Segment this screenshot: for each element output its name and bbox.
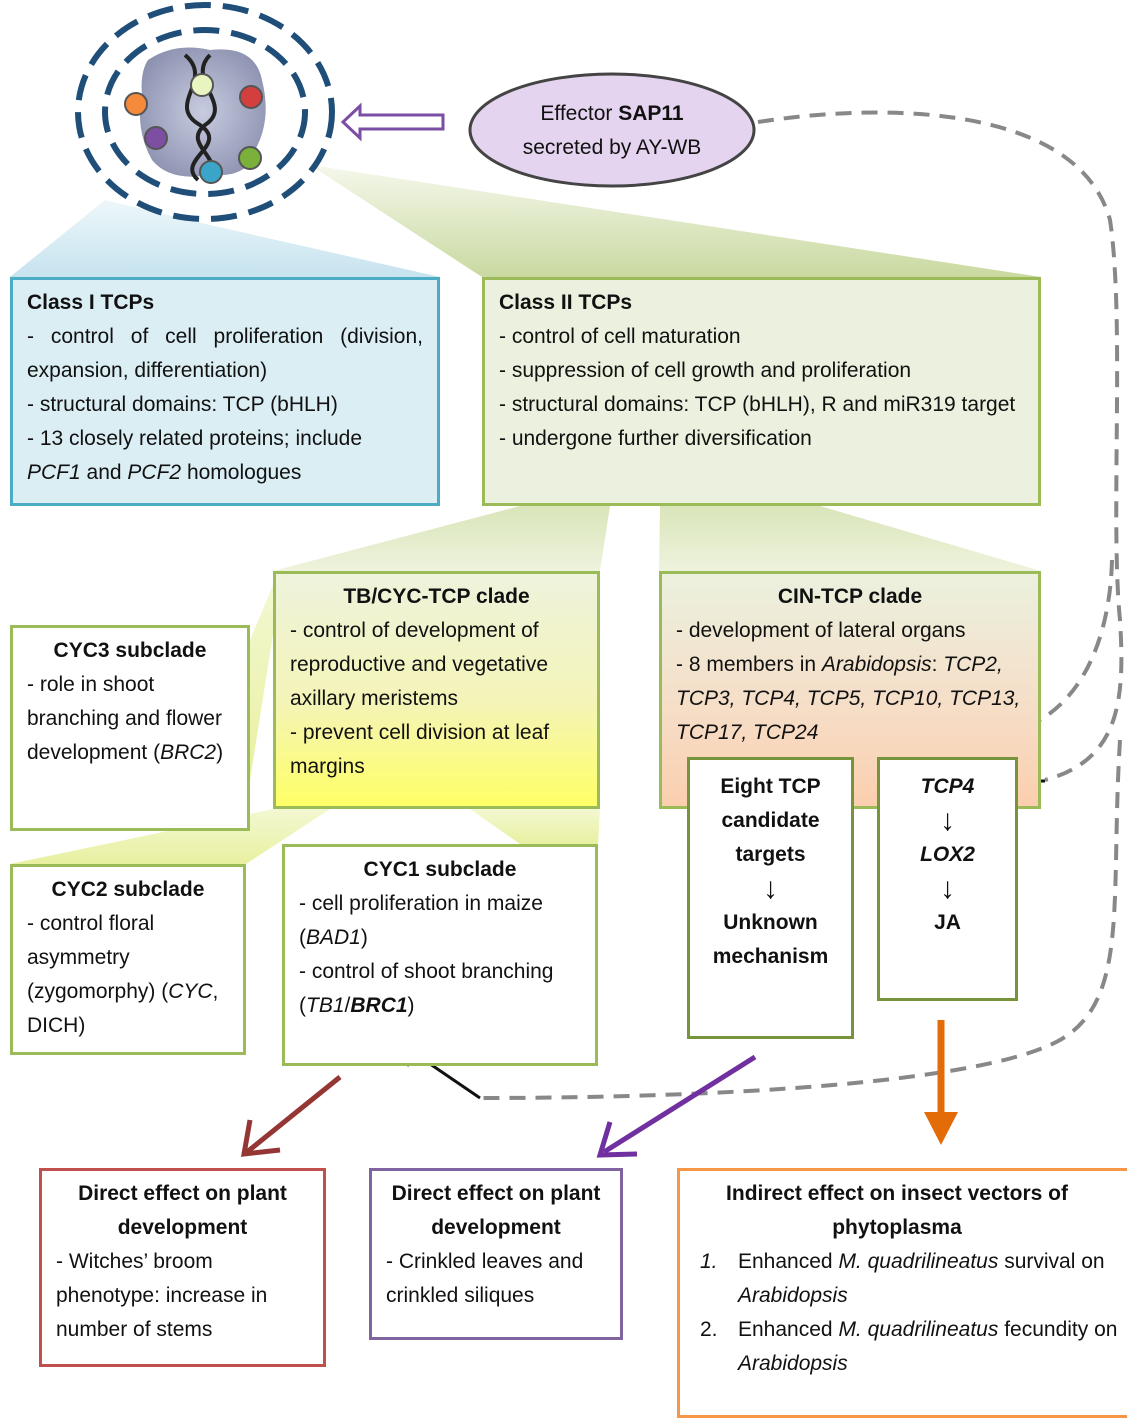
class1-line: - structural domains: TCP (bHLH) (27, 393, 338, 416)
effect3-title: Indirect effect on insect vectors of phy… (726, 1182, 1068, 1239)
effect-plant-development-box-2: Direct effect on plant development - Cri… (369, 1168, 623, 1340)
effector-source: secreted by AY-WB (522, 136, 702, 159)
gene-brc1: BRC1 (350, 994, 408, 1017)
effect-plant-development-box-1: Direct effect on plant development - Wit… (39, 1168, 326, 1367)
class1-line: - control of cell proliferation (divisio… (27, 325, 423, 382)
gene-cyc: CYC (168, 980, 213, 1003)
cyc2-funnel (10, 809, 330, 864)
class2-title: Class II TCPs (499, 291, 633, 314)
effect3-list: 1. Enhanced M. quadrilineatus survival o… (694, 1245, 1120, 1381)
gene-tb1: TB1 (306, 994, 345, 1017)
species-name: M. quadrilineatus (838, 1250, 999, 1273)
eight-line: Unknown (723, 911, 818, 934)
cin-title: CIN-TCP clade (777, 585, 923, 608)
class1-line: - 13 closely related proteins; include (27, 427, 363, 450)
gene-lox2: LOX2 (920, 843, 975, 866)
hormone-ja: JA (934, 911, 961, 934)
class2-line: - suppression of cell growth and prolife… (499, 359, 912, 382)
cyc3-text: - role in shoot branching and flower dev… (27, 673, 224, 764)
class1-box: Class I TCPs - control of cell prolifera… (10, 277, 440, 506)
arrow-to-effect1 (240, 1075, 342, 1157)
down-arrow-icon: ↓ (763, 872, 778, 905)
tbcyc-title: TB/CYC-TCP clade (343, 585, 530, 608)
cyc1-line: - control of shoot branching (TB1/BRC1) (299, 960, 554, 1017)
class2-line: - structural domains: TCP (bHLH), R and … (499, 393, 1016, 416)
cin-members: - 8 members in Arabidopsis: TCP2, TCP3, … (676, 653, 1021, 744)
tbcyc-clade-box: TB/CYC-TCP clade - control of developmen… (273, 571, 600, 809)
cyc1-title: CYC1 subclade (363, 858, 517, 881)
class2-line: - control of cell maturation (499, 325, 741, 348)
cyc2-subclade-box: CYC2 subclade - control floral asymmetry… (10, 864, 246, 1055)
cyc1-subclade-box: CYC1 subclade - cell proliferation in ma… (282, 844, 598, 1066)
class1-funnel (10, 200, 440, 277)
dashed-path-to-tcp4 (757, 110, 1124, 782)
cyc3-title: CYC3 subclade (53, 639, 207, 662)
effector-label: Effector SAP11 secreted by AY-WB (468, 73, 756, 189)
arrow-to-effect3 (924, 1020, 958, 1145)
eight-line: targets (735, 843, 806, 866)
effector-name: SAP11 (618, 102, 684, 125)
effect1-title: Direct effect on plant development (78, 1182, 287, 1239)
organism-arabidopsis: Arabidopsis (821, 653, 932, 676)
effector-ellipse (468, 72, 756, 188)
eight-line: candidate (721, 809, 820, 832)
organism-arabidopsis: Arabidopsis (738, 1284, 848, 1307)
tcp4-pathway-box: TCP4 ↓ LOX2 ↓ JA (877, 757, 1018, 1001)
effect1-text: - Witches’ broom phenotype: increase in … (56, 1250, 268, 1341)
effect-insect-vectors-box: Indirect effect on insect vectors of phy… (677, 1168, 1127, 1418)
effector-prefix: Effector (540, 102, 613, 125)
cin-funnel (659, 506, 1041, 571)
cyc1-line: - cell proliferation in maize (BAD1) (299, 892, 543, 949)
eight-tcp-targets-box: Eight TCP candidate targets ↓ Unknown me… (687, 757, 854, 1039)
down-arrow-icon: ↓ (940, 804, 955, 837)
cyc3-funnel (250, 585, 280, 780)
cin-line: - development of lateral organs (676, 619, 966, 642)
class2-line: - undergone further diversification (499, 427, 812, 450)
gene-pcf1: PCF1 (27, 461, 81, 484)
organism-arabidopsis: Arabidopsis (738, 1352, 848, 1375)
gene-dich: DICH (27, 1014, 79, 1037)
tbcyc-funnel (273, 506, 610, 571)
gene-tcp4: TCP4 (920, 775, 975, 798)
effect2-text: - Crinkled leaves and crinkled siliques (386, 1250, 584, 1307)
class2-funnel (310, 165, 1041, 277)
cyc2-text: - control floral asymmetry (zygomorphy) … (27, 912, 219, 1037)
effect3-item: 1. Enhanced M. quadrilineatus survival o… (700, 1250, 1105, 1307)
class1-homologues: PCF1 and PCF2 homologues (27, 461, 302, 484)
tbcyc-line: - control of development of reproductive… (290, 619, 548, 710)
class1-title: Class I TCPs (27, 291, 155, 314)
eight-line: Eight TCP (720, 775, 821, 798)
effect2-title: Direct effect on plant development (391, 1182, 601, 1239)
dashed-path-to-cyc1 (479, 739, 1122, 1100)
species-name: M. quadrilineatus (838, 1318, 999, 1341)
effect3-item: 2. Enhanced M. quadrilineatus fecundity … (700, 1318, 1118, 1375)
gene-brc2: BRC2 (160, 741, 217, 764)
nucleus-icon (75, 2, 335, 222)
cyc3-subclade-box: CYC3 subclade - role in shoot branching … (10, 625, 250, 831)
cyc1-funnel (470, 809, 600, 844)
cyc2-title: CYC2 subclade (51, 878, 205, 901)
tbcyc-line: - prevent cell division at leaf margins (290, 721, 550, 778)
cin-member-list: TCP2, TCP3, TCP4, TCP5, TCP10, TCP13, TC… (676, 653, 1021, 744)
class2-box: Class II TCPs - control of cell maturati… (482, 277, 1041, 506)
down-arrow-icon: ↓ (940, 872, 955, 905)
eight-line: mechanism (712, 945, 829, 968)
effector-to-nucleus-arrow (340, 102, 445, 142)
gene-pcf2: PCF2 (127, 461, 182, 484)
arrow-to-effect2 (596, 1054, 757, 1158)
gene-bad1: BAD1 (306, 926, 361, 949)
